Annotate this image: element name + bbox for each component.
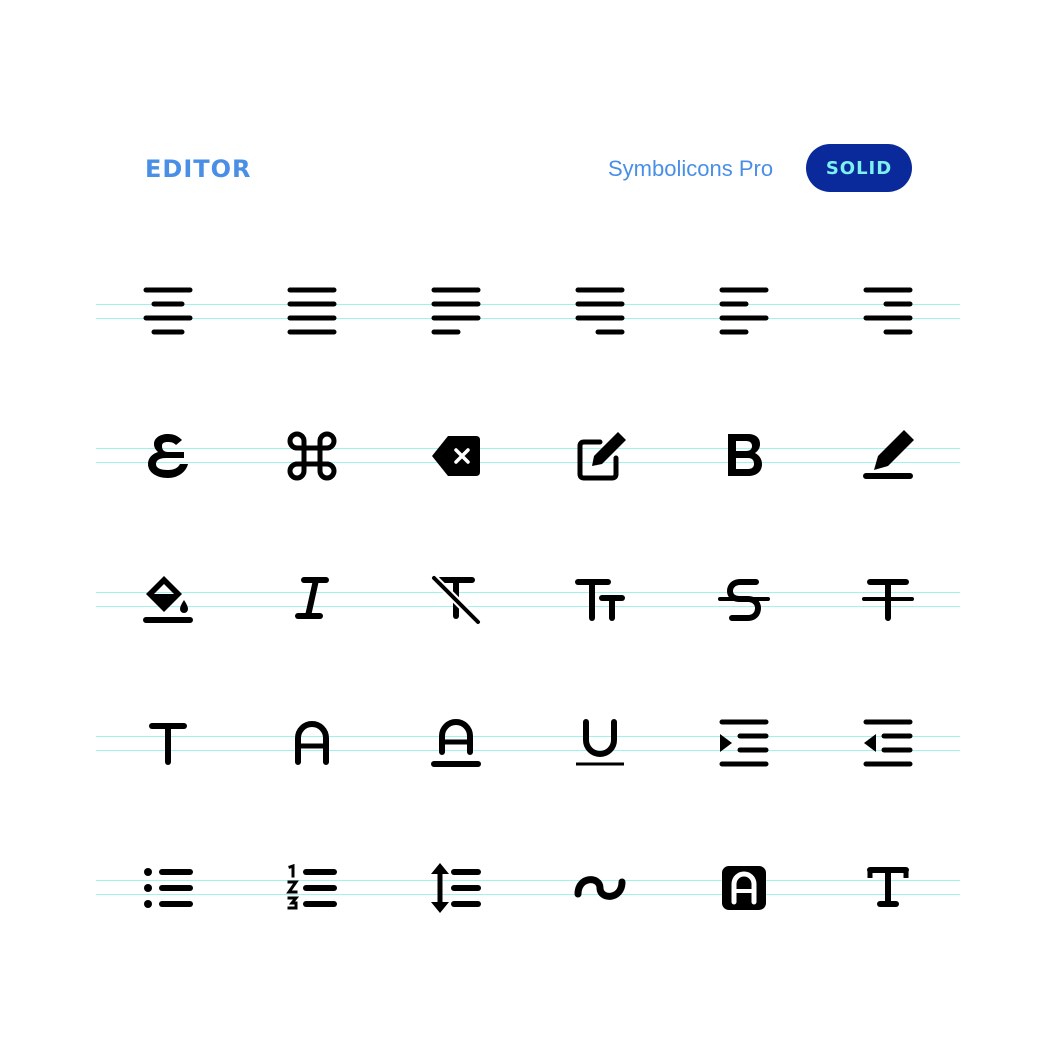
letter-a-icon [284,716,340,772]
clear-format-icon [428,572,484,628]
guide-line [96,894,960,895]
align-justify-left-icon [428,284,484,340]
indent-icon [716,716,772,772]
guide-line [96,304,960,305]
align-center-icon [140,284,196,340]
fill-color-icon [140,572,196,628]
wave-icon [572,860,628,916]
guide-line [96,736,960,737]
numbered-list-icon [284,860,340,916]
outdent-icon [860,716,916,772]
edit-square-icon [572,428,628,484]
guide-line [96,462,960,463]
text-strike-icon [860,572,916,628]
text-color-icon [428,716,484,772]
align-justify-icon [284,284,340,340]
text-icon [140,716,196,772]
align-right-icon [860,284,916,340]
brand-name: Symbolicons Pro [608,156,774,181]
guide-line [96,318,960,319]
text-serif-icon [860,860,916,916]
italic-icon [284,572,340,628]
underline-icon [572,716,628,772]
guide-line [96,448,960,449]
strikethrough-icon [716,572,772,628]
backspace-delete-icon [428,428,484,484]
align-justify-right-icon [572,284,628,340]
guide-line [96,880,960,881]
ampersand-icon [140,428,196,484]
text-size-icon [572,572,628,628]
align-left-icon [716,284,772,340]
pen-line-icon [860,428,916,484]
command-key-icon [284,428,340,484]
bold-icon [716,428,772,484]
guide-line [96,750,960,751]
guide-line [96,592,960,593]
header-title: EDITOR [145,155,252,183]
bulleted-list-icon [140,860,196,916]
letter-a-box-icon [716,860,772,916]
style-badge: SOLID [806,144,912,192]
line-spacing-icon [428,860,484,916]
guide-line [96,606,960,607]
